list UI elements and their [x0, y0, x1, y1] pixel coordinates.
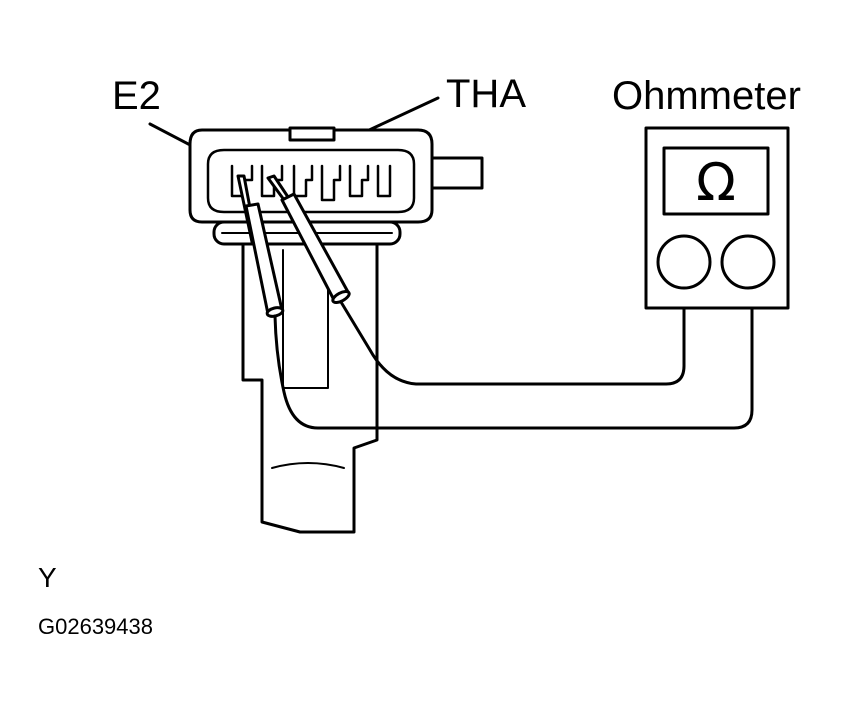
label-figure-id: G02639438 — [38, 614, 153, 639]
probe-tha — [266, 174, 351, 305]
ohmmeter-terminal-right — [720, 234, 776, 290]
label-tha: THA — [446, 72, 526, 116]
ohmmeter-display — [662, 146, 770, 216]
label-e2: E2 — [112, 74, 161, 118]
connector-latch — [288, 126, 336, 142]
terminal-3 — [292, 164, 314, 198]
ohmmeter-terminal-left — [656, 234, 712, 290]
terminal-4 — [320, 164, 342, 202]
sensor-body — [241, 233, 379, 534]
label-view-y: Y — [38, 562, 57, 593]
label-ohmmeter: Ohmmeter — [612, 74, 801, 118]
terminal-row — [230, 164, 392, 202]
sensor-body-curve — [271, 462, 345, 469]
lead-wire-e2 — [273, 284, 754, 430]
terminal-5 — [348, 164, 370, 198]
probe-e2 — [236, 174, 285, 318]
sensor-inner-panel — [282, 249, 329, 389]
ohm-symbol-icon: Ω — [696, 153, 736, 213]
connector-tab — [430, 156, 484, 190]
terminal-6 — [376, 164, 392, 198]
lead-wire-tha — [339, 284, 686, 386]
